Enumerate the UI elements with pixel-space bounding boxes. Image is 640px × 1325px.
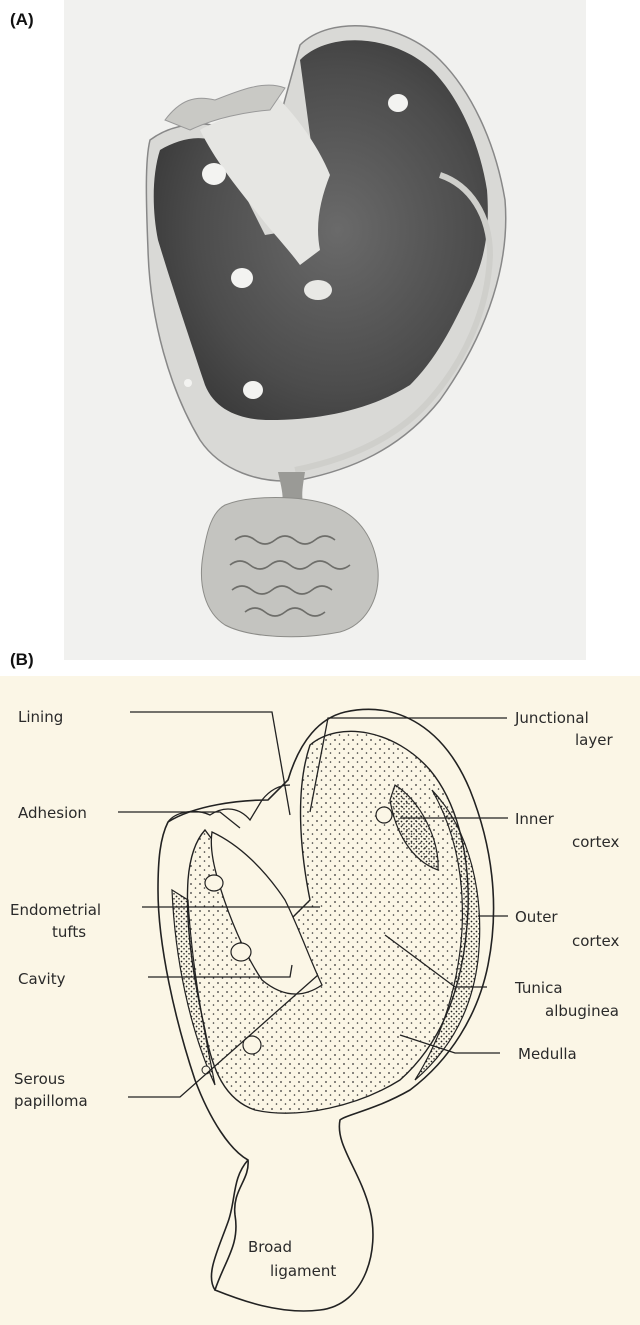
photo-specimen — [146, 26, 505, 637]
photo-cyst — [243, 381, 263, 399]
label-adhesion: Adhesion — [18, 804, 87, 822]
photo-cyst — [184, 379, 192, 387]
diagram-stroma — [187, 731, 468, 1113]
diagram-cyst — [231, 943, 251, 961]
diagram-cyst — [205, 875, 223, 891]
label-tunica-line2: albuginea — [545, 1002, 619, 1020]
label-broad-line2: ligament — [270, 1262, 336, 1280]
diagram-cyst — [202, 1066, 210, 1074]
label-serous-line1: Serous — [14, 1070, 65, 1088]
label-medulla: Medulla — [518, 1045, 577, 1063]
label-tunica-line1: Tunica — [514, 979, 563, 997]
diagram-broad-ligament — [211, 1160, 248, 1290]
label-endometrial-line1: Endometrial — [10, 901, 101, 919]
label-outer-cortex-line1: Outer — [515, 908, 558, 926]
diagram-drawing — [158, 709, 494, 1311]
photo-cyst — [388, 94, 408, 112]
photo-broad-ligament — [201, 498, 378, 637]
label-inner-cortex-line1: Inner — [515, 810, 555, 828]
label-junctional-line1: Junctional — [514, 709, 589, 727]
label-outer-cortex-line2: cortex — [572, 932, 619, 950]
diagram-cyst — [376, 807, 392, 823]
label-inner-cortex-line2: cortex — [572, 833, 619, 851]
photo-cyst — [304, 280, 332, 300]
label-serous-line2: papilloma — [14, 1092, 88, 1110]
label-endometrial-line2: tufts — [52, 923, 86, 941]
label-lining: Lining — [18, 708, 63, 726]
label-cavity: Cavity — [18, 970, 66, 988]
photo-cyst — [231, 268, 253, 288]
label-junctional-line2: layer — [575, 731, 613, 749]
label-broad-line1: Broad — [248, 1238, 292, 1256]
photo-cyst — [202, 163, 226, 185]
